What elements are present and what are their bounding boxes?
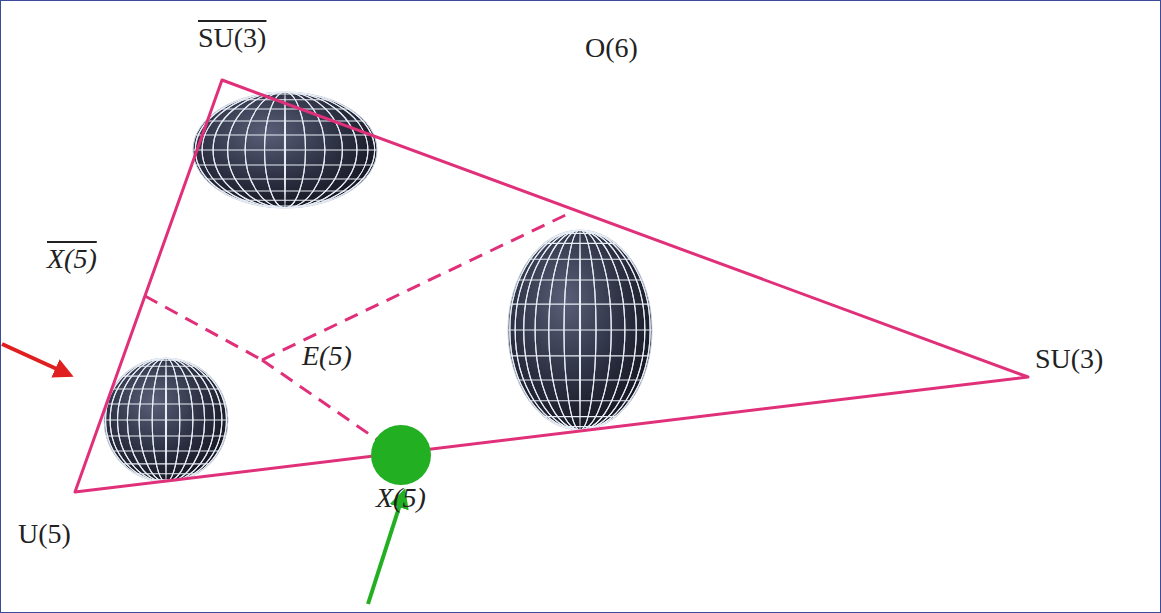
deformed-nucleus [193, 92, 377, 208]
deformed-nucleus [508, 230, 652, 430]
casten-triangle-outline [75, 80, 1028, 492]
critical-point-label: X(5) [376, 482, 426, 514]
critical-point-label: X(5) [47, 243, 97, 275]
symmetry-limit: U(5) [18, 518, 71, 550]
symmetry-limit: SU(3) [198, 22, 266, 54]
critical-point [371, 425, 431, 485]
critical-point-label: E(5) [302, 340, 352, 372]
phase-boundary [145, 212, 572, 452]
deformed-nucleus [104, 358, 228, 482]
symmetry-limit: SU(3) [1035, 343, 1103, 375]
nuclear-shapes [104, 92, 652, 482]
pointer-arrow [2, 344, 70, 375]
symmetry-limit: O(6) [585, 32, 638, 64]
